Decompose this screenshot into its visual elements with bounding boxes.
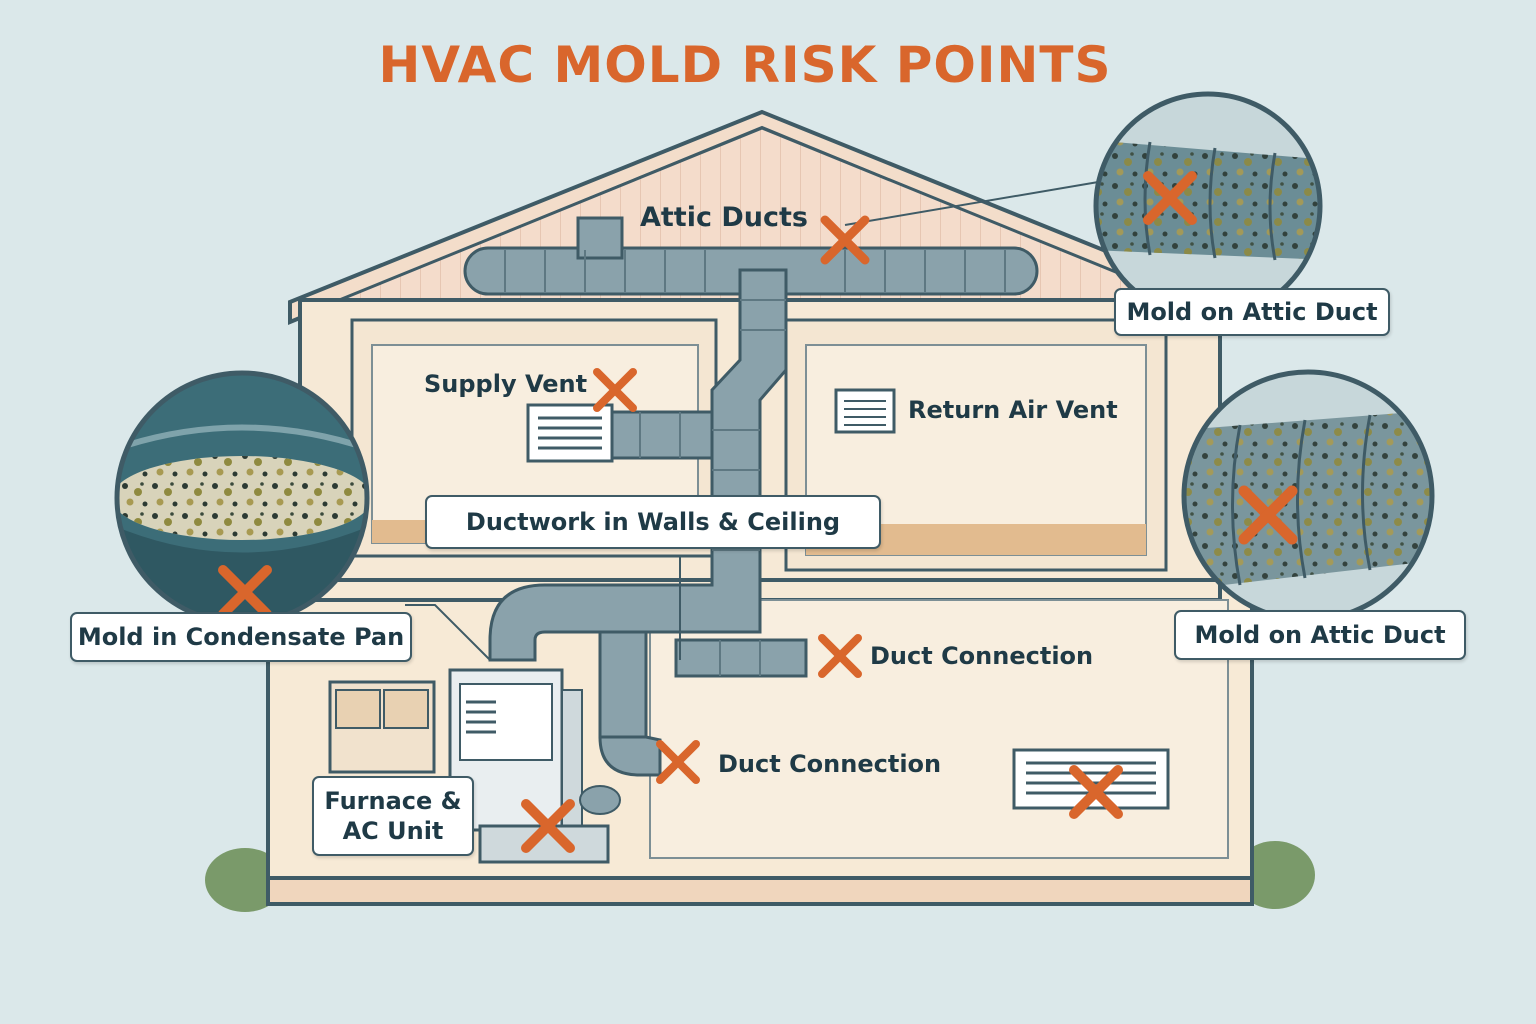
supply-vent-label: Supply Vent	[424, 370, 588, 398]
leader-lines	[405, 179, 1111, 661]
attic-ducts-label: Attic Ducts	[640, 202, 808, 233]
ductwork-label: Ductwork in Walls & Ceiling	[425, 495, 881, 549]
supply-vent-x-mark-icon	[593, 368, 637, 412]
duct-connection-upper-label: Duct Connection	[870, 642, 1094, 670]
duct-connection-lower-label: Duct Connection	[718, 750, 942, 778]
condensate-pan-callout: Mold in Condensate Pan	[70, 612, 412, 662]
inset-attic-duct-1	[1093, 91, 1323, 321]
return-air-vent-label: Return Air Vent	[908, 396, 1118, 424]
page-title: HVAC MOLD RISK POINTS	[378, 36, 1112, 94]
attic-duct-inset-2-x-mark-icon	[1238, 485, 1298, 545]
inset-attic-duct-2	[1181, 369, 1435, 623]
furnace-ac-label-line1: Furnace &	[324, 787, 462, 815]
duct-connection-upper-x-mark-icon	[818, 634, 862, 678]
attic-duct-inset-1-x-mark-icon	[1143, 171, 1197, 225]
attic-duct-callout-2: Mold on Attic Duct	[1174, 610, 1466, 660]
return-air-vent-grille	[834, 388, 896, 434]
furnace-ac-label: Furnace & AC Unit	[312, 776, 474, 856]
supply-vent-grille	[526, 403, 614, 463]
duct-connection-lower-x-mark-icon	[656, 740, 700, 784]
furnace-ac-label-line2: AC Unit	[342, 817, 444, 845]
vertical-duct	[488, 268, 808, 777]
condensate-pan-inset-x-mark-icon	[218, 565, 272, 619]
furnace-base-x-mark-icon	[521, 799, 575, 853]
attic-ducts-x-mark-icon	[820, 215, 870, 265]
furnace-ac-equipment	[328, 668, 621, 864]
floor-vent-x-mark-icon	[1069, 765, 1123, 819]
attic-duct-callout-1: Mold on Attic Duct	[1114, 288, 1390, 336]
bushes	[205, 841, 1315, 912]
